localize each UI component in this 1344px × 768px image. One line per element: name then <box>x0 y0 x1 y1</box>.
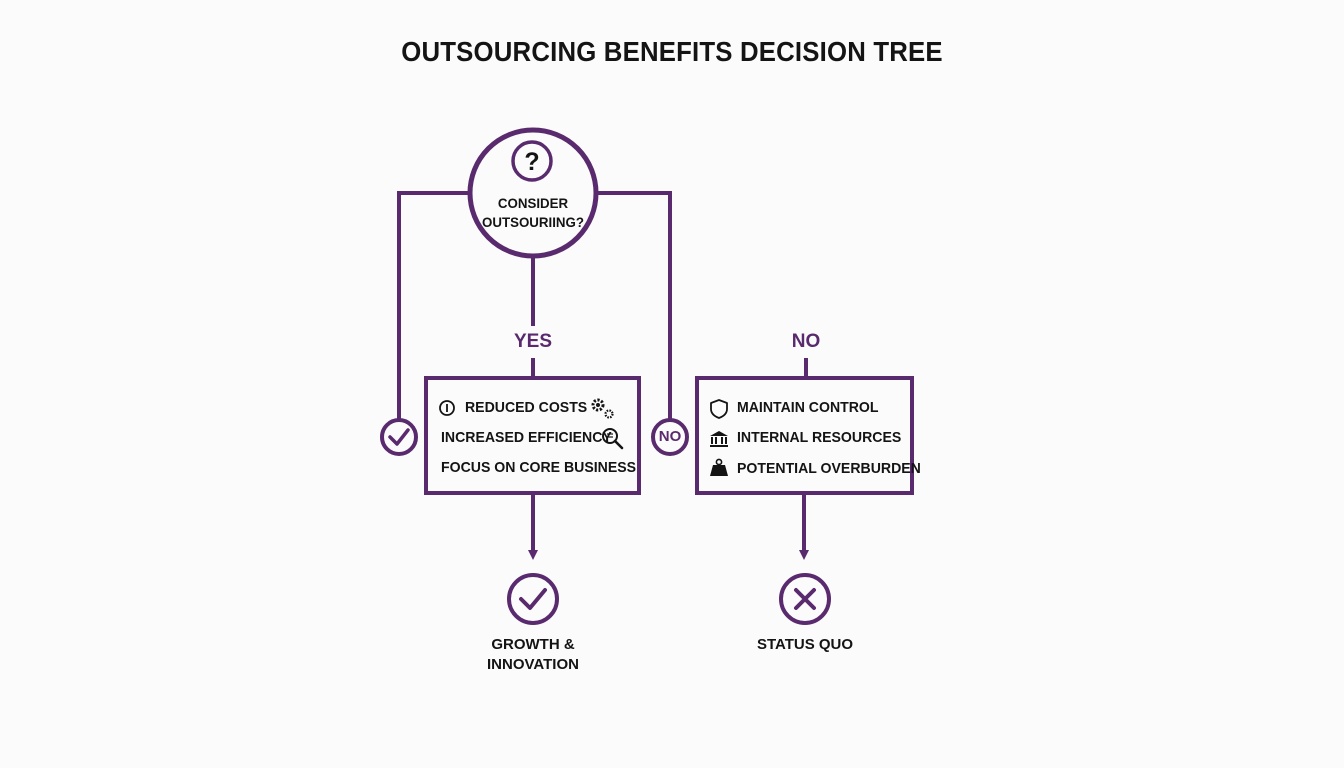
page-title: OUTSOURCING BENEFITS DECISION TREE <box>401 36 943 67</box>
no-side-marker-label: NO <box>658 428 682 445</box>
magnifier-icon <box>602 428 624 450</box>
gears-icon <box>591 398 614 419</box>
consideration-potential-overburden: POTENTIAL OVERBURDEN <box>737 460 921 477</box>
question-icon: ? <box>511 140 553 182</box>
growth-outcome-label: GROWTH & INNOVATION <box>487 636 579 673</box>
no-branch-label: NO <box>791 331 821 352</box>
no-side-connector <box>596 191 672 420</box>
benefit-reduced-costs: REDUCED COSTS <box>465 399 588 416</box>
benefit-focus-core-business: FOCUS ON CORE BUSINESS <box>441 459 637 476</box>
weight-icon <box>710 458 728 476</box>
benefit-increased-efficiency: INCREASED EFFICIENCY <box>441 429 612 446</box>
check-icon <box>388 428 410 446</box>
status-quo-outcome-label: STATUS QUO <box>756 636 854 653</box>
consideration-maintain-control: MAINTAIN CONTROL <box>737 399 879 416</box>
svg-text:?: ? <box>524 148 539 176</box>
yes-side-connector <box>397 191 470 420</box>
no-side-marker <box>651 418 689 456</box>
consideration-internal-resources: INTERNAL RESOURCES <box>737 429 902 446</box>
growth-outcome-node <box>507 573 559 625</box>
decision-question: CONSIDER OUTSOURIING? <box>482 195 584 230</box>
coin-icon <box>439 400 455 416</box>
yes-branch-label: YES <box>513 331 553 352</box>
shield-icon <box>710 399 728 419</box>
x-icon <box>794 588 816 610</box>
yes-side-marker <box>380 418 418 456</box>
no-considerations-box <box>695 376 914 495</box>
check-icon <box>519 588 547 610</box>
bank-icon <box>710 431 728 447</box>
